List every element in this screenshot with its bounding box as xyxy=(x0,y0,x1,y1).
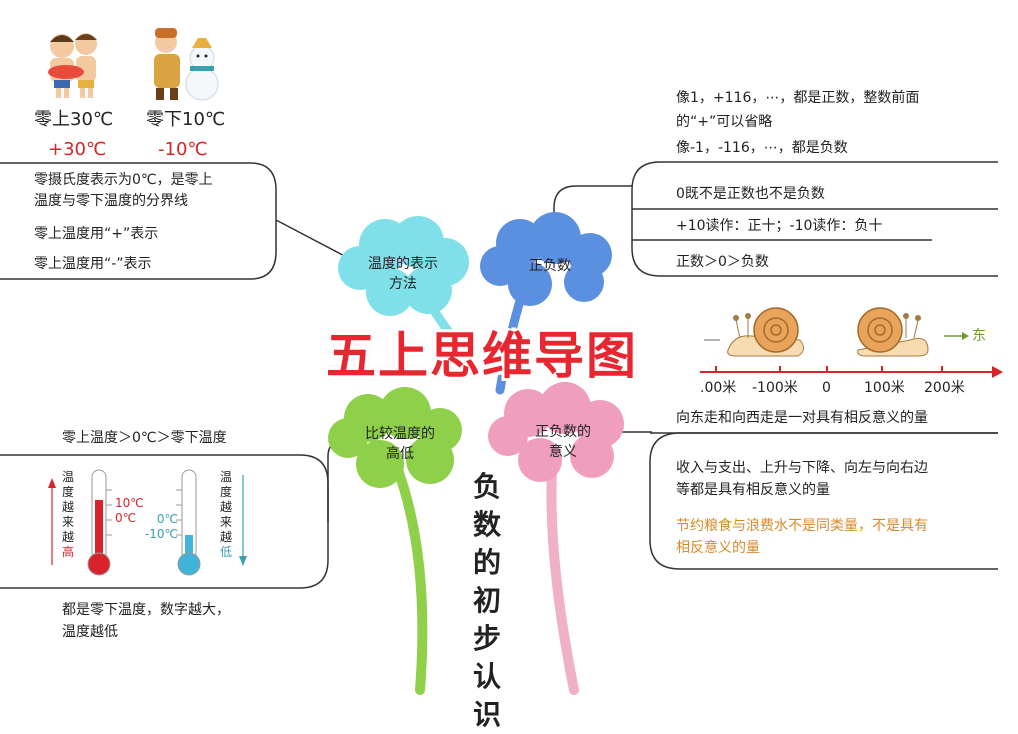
reading-note: +10读作：正十；-10读作：负十 xyxy=(676,218,883,234)
east-arrow-head xyxy=(962,332,969,340)
summer-kids-icon xyxy=(48,33,97,98)
above-zero-value: +30℃ xyxy=(48,139,107,160)
mindmap-lines xyxy=(0,28,1003,695)
cloud-compare xyxy=(328,387,462,488)
cloud-meaning-label: 正负数的 意义 xyxy=(518,422,608,462)
cloud-temp-repr-label-line-1: 温度的表示 xyxy=(368,256,438,272)
meaning-note-orange-2: 相反意义的量 xyxy=(676,540,760,556)
cloud-compare-label-line-2: 高低 xyxy=(386,446,414,462)
opposite-statement: 向东走和向西走是一对具有相反意义的量 xyxy=(676,410,928,426)
compare-rule: 零上温度＞0℃＞零下温度 xyxy=(62,430,227,446)
vertical-title-char: 初 xyxy=(472,584,501,617)
zero-note: 0既不是正数也不是负数 xyxy=(676,186,825,202)
below-zero-label: 零下10℃ xyxy=(146,109,226,130)
cloud-temp-repr-label: 温度的表示 方法 xyxy=(360,254,446,294)
meaning-bracket xyxy=(649,432,998,570)
cold-side-char: 温 xyxy=(219,470,232,484)
number-line-arrow xyxy=(992,366,1003,378)
axis-tick-label: 200米 xyxy=(924,380,965,396)
pos-note-line-1: 像1，+116，⋯，都是正数，整数前面 xyxy=(676,90,920,106)
cold-side-char: 来 xyxy=(219,515,232,529)
cloud-temp-repr-label-line-2: 方法 xyxy=(389,276,417,292)
thermometer-cold-icon xyxy=(176,469,201,576)
cloud-meaning-label-line-1: 正负数的 xyxy=(535,424,591,440)
temp-note-line-2: 温度与零下温度的分界线 xyxy=(34,193,188,209)
page-title: 五上思维导图 xyxy=(326,327,638,385)
axis-tick-label: .00米 xyxy=(700,380,737,396)
hot-side-label: 温 度 越 来 越 高 xyxy=(60,470,76,560)
cold-side-arrow-head xyxy=(239,556,247,566)
below-zero-value: -10℃ xyxy=(158,139,208,160)
meaning-note-orange-1: 节约粮食与浪费水不是同类量，不是具有 xyxy=(676,518,928,534)
vertical-title-char: 数 xyxy=(472,508,501,541)
number-line-ticks xyxy=(715,366,943,372)
therm1-val-low: 0℃ xyxy=(115,511,137,525)
meaning-note-line-2: 等都是具有相反意义的量 xyxy=(676,482,830,498)
axis-tick-label: 0 xyxy=(822,380,831,396)
compare-note-line-2: 温度越低 xyxy=(62,624,118,640)
hot-side-char: 越 xyxy=(61,500,74,514)
cloud-temp-repr xyxy=(338,216,469,316)
compare-note-line-1: 都是零下温度，数字越大， xyxy=(62,602,230,618)
snail-right-icon xyxy=(857,307,929,357)
therm1-val-high: 10℃ xyxy=(115,496,144,510)
cloud-compare-label-line-1: 比较温度的 xyxy=(365,426,435,442)
temp-note-plus: 零上温度用“+”表示 xyxy=(34,226,159,242)
snail-left-icon xyxy=(727,307,804,357)
temp-repr-bracket xyxy=(0,162,277,280)
therm2-val-high: 0℃ xyxy=(156,512,178,526)
pink-stem xyxy=(546,465,579,695)
cloud-meaning xyxy=(488,382,624,482)
thermometer-hot-icon xyxy=(87,469,112,576)
temp-note-minus: 零上温度用“-”表示 xyxy=(34,256,152,272)
therm2-label: 0℃ -10℃ xyxy=(142,512,178,542)
vertical-title-char: 步 xyxy=(472,622,501,655)
therm1-label: 10℃ 0℃ xyxy=(115,496,144,526)
above-zero-label: 零上30℃ xyxy=(34,109,114,130)
cold-side-char: 越 xyxy=(219,500,232,514)
east-label: 东 xyxy=(972,328,986,344)
pos-neg-bracket xyxy=(631,161,998,277)
hot-side-char: 来 xyxy=(61,515,74,529)
hot-side-arrow-head xyxy=(48,478,56,488)
meaning-note-line-1: 收入与支出、上升与下降、向左与向右边 xyxy=(676,460,928,476)
hot-side-end: 高 xyxy=(61,545,74,559)
cloud-pos-neg xyxy=(480,212,612,306)
vertical-title-char: 认 xyxy=(472,660,501,693)
hot-side-char: 温 xyxy=(61,470,74,484)
cloud-compare-label: 比较温度的 高低 xyxy=(352,424,448,464)
vertical-title-char: 的 xyxy=(472,546,501,579)
therm2-val-low: -10℃ xyxy=(144,527,178,541)
cold-side-end: 低 xyxy=(219,545,232,559)
hot-side-char: 度 xyxy=(61,485,74,499)
winter-snowman-icon xyxy=(154,28,219,101)
cold-side-char: 越 xyxy=(219,530,232,544)
axis-tick-label: 100米 xyxy=(864,380,905,396)
cloud-pos-neg-label: 正负数 xyxy=(529,258,571,274)
vertical-title-char: 识 xyxy=(472,698,501,731)
pos-note-line-2: 的“+”可以省略 xyxy=(676,114,773,130)
green-stem xyxy=(393,465,428,695)
cold-side-char: 度 xyxy=(219,485,232,499)
axis-tick-label: -100米 xyxy=(752,380,798,396)
vertical-title-char: 负 xyxy=(472,470,501,503)
cold-side-label: 温 度 越 来 越 低 xyxy=(218,470,234,560)
neg-note-line: 像-1，-116，⋯，都是负数 xyxy=(676,140,848,156)
temp-note-line-1: 零摄氏度表示为0℃，是零上 xyxy=(34,172,213,188)
vertical-title: 负 数 的 初 步 认 识 xyxy=(470,468,504,734)
order-note: 正数＞0＞负数 xyxy=(676,254,769,270)
hot-side-char: 越 xyxy=(61,530,74,544)
pos-neg-connector xyxy=(553,185,632,232)
cloud-meaning-label-line-2: 意义 xyxy=(549,444,577,460)
